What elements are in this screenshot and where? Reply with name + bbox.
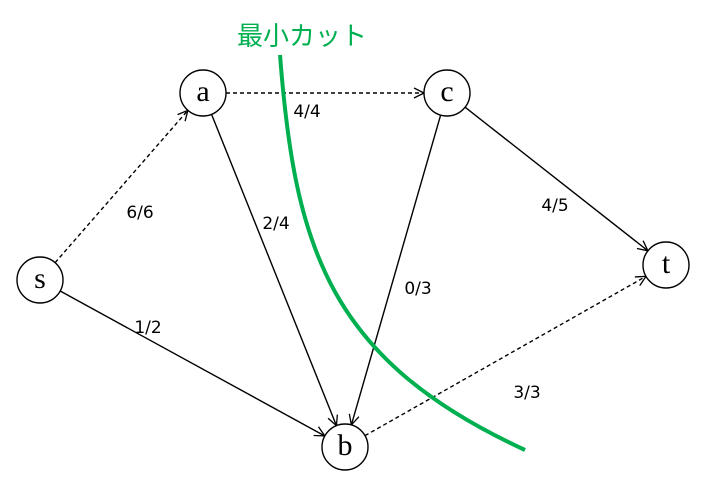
edge-s-a	[54, 110, 188, 264]
node-s: s	[16, 256, 64, 304]
edge-b-t	[364, 276, 646, 437]
node-label: b	[338, 429, 353, 462]
edge-label-s-b: 1/2	[134, 318, 161, 338]
node-a: a	[179, 69, 227, 117]
node-circle	[321, 423, 369, 471]
node-circle	[642, 241, 690, 289]
edge-s-b	[59, 290, 325, 436]
node-label: s	[34, 262, 46, 295]
min-cut-label: 最小カット	[237, 22, 368, 52]
node-c: c	[423, 69, 471, 117]
node-t: t	[642, 241, 690, 289]
edge-label-s-a: 6/6	[126, 203, 153, 223]
node-label: t	[662, 247, 671, 280]
edge-label-a-c: 4/4	[293, 102, 320, 122]
node-circle	[16, 256, 64, 304]
edge-a-b	[210, 114, 337, 425]
min-cut-curve	[278, 54, 526, 452]
node-circle	[179, 69, 227, 117]
node-circle	[423, 69, 471, 117]
edge-label-c-t: 4/5	[541, 196, 568, 216]
node-label: a	[196, 75, 209, 108]
edge-c-b	[351, 114, 442, 425]
edge-label-a-b: 2/4	[262, 214, 289, 234]
node-b: b	[321, 423, 369, 471]
node-label: c	[440, 75, 453, 108]
edge-c-t	[464, 106, 648, 251]
edge-label-c-b: 0/3	[404, 279, 431, 299]
edge-label-b-t: 3/3	[513, 383, 540, 403]
